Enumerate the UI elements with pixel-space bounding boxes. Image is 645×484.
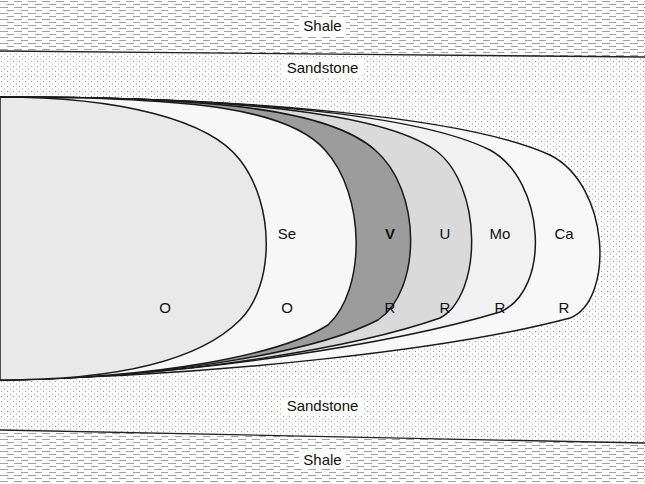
sandstone-layer	[0, 51, 645, 443]
o-zone-shape	[0, 97, 266, 380]
zone-label: R	[559, 299, 570, 317]
ore-zone: VR	[370, 225, 410, 317]
element-label: V	[385, 225, 395, 243]
ore-zone: O	[145, 225, 185, 317]
shale-band: Shale	[0, 0, 645, 52]
layer-boundary	[0, 430, 645, 443]
element-label: Mo	[490, 225, 511, 243]
element-label: Ca	[554, 225, 573, 243]
sandstone-band: SandstoneSandstoneOSeOVRURMoRCaR	[0, 57, 645, 432]
layer-label: Shale	[299, 17, 345, 35]
ca-zone-shape	[0, 97, 600, 380]
ore-zone: SeO	[267, 225, 307, 317]
v-zone-shape	[0, 97, 411, 380]
element-label: U	[440, 225, 451, 243]
mo-zone-shape	[0, 97, 535, 380]
zone-label: O	[281, 299, 293, 317]
u-zone-shape	[0, 97, 472, 380]
shale-layer	[0, 430, 645, 484]
layer-boundary	[0, 51, 645, 57]
zone-label: R	[495, 299, 506, 317]
element-label: Se	[278, 225, 296, 243]
layer-label: Sandstone	[283, 397, 363, 415]
ore-zone: CaR	[544, 225, 584, 317]
shale-band: Shale	[0, 436, 645, 484]
layer-label: Sandstone	[283, 59, 363, 77]
ore-zone: MoR	[480, 225, 520, 317]
zone-label: R	[440, 299, 451, 317]
zone-label: O	[159, 299, 171, 317]
ore-zone: UR	[425, 225, 465, 317]
shale-layer	[0, 0, 645, 57]
layer-label: Shale	[299, 451, 345, 469]
se-zone-shape	[0, 97, 356, 380]
zone-label: R	[385, 299, 396, 317]
